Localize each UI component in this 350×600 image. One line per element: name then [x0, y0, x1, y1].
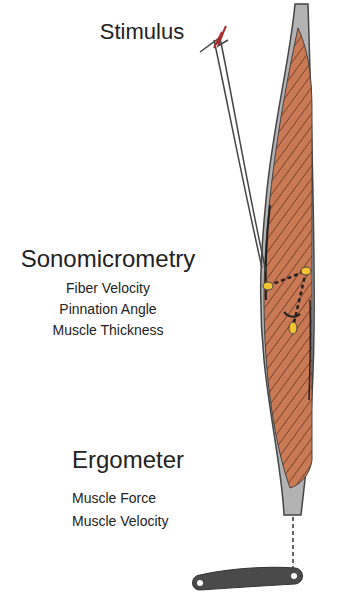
muscle-fiber [250, 465, 330, 575]
muscle-fiber [250, 0, 330, 68]
measure-label: Muscle Force [72, 491, 156, 506]
muscle-fiber [250, 0, 330, 42]
measure-label: Pinnation Angle [59, 302, 156, 317]
aponeurosis-line [309, 300, 310, 400]
muscle-fiber [250, 0, 330, 94]
measure-label: Muscle Thickness [52, 323, 163, 338]
sonomicrometry-crystal [301, 267, 311, 275]
muscle-fiber [250, 439, 330, 549]
stimulus-label: Stimulus [100, 20, 184, 44]
method-label: Sonomicrometry [21, 246, 196, 272]
fiber-line [293, 271, 306, 327]
device-label: Ergometer [72, 447, 184, 473]
sonomicrometry-crystal [289, 322, 297, 334]
pinnation-angle-arc [284, 312, 300, 317]
muscle-fiber [250, 413, 330, 523]
muscle-fiber [250, 517, 330, 600]
tendon [261, 4, 314, 515]
muscle-fiber [250, 0, 330, 55]
stimulus-wire [220, 38, 266, 272]
sonomicrometry-crystal [263, 282, 273, 290]
muscle-fibers [250, 0, 330, 600]
stimulus-wire [200, 36, 228, 52]
ergometer-link [292, 517, 294, 568]
ergometer-pedal [193, 567, 303, 590]
muscle-fiber [250, 231, 330, 341]
measure-label: Muscle Velocity [72, 514, 168, 529]
muscle-fiber [250, 452, 330, 562]
muscle-fiber [250, 426, 330, 536]
pedal-joint [291, 573, 297, 579]
muscle-fiber [250, 0, 330, 16]
thickness-line [268, 271, 306, 286]
measure-label: Fiber Velocity [66, 281, 150, 296]
stimulus-wire [214, 40, 262, 268]
muscle-fiber [250, 0, 330, 81]
stimulus-spark [214, 26, 226, 48]
muscle-fiber [250, 0, 330, 29]
muscle-fiber [250, 400, 330, 510]
pedal-axle [197, 580, 203, 586]
